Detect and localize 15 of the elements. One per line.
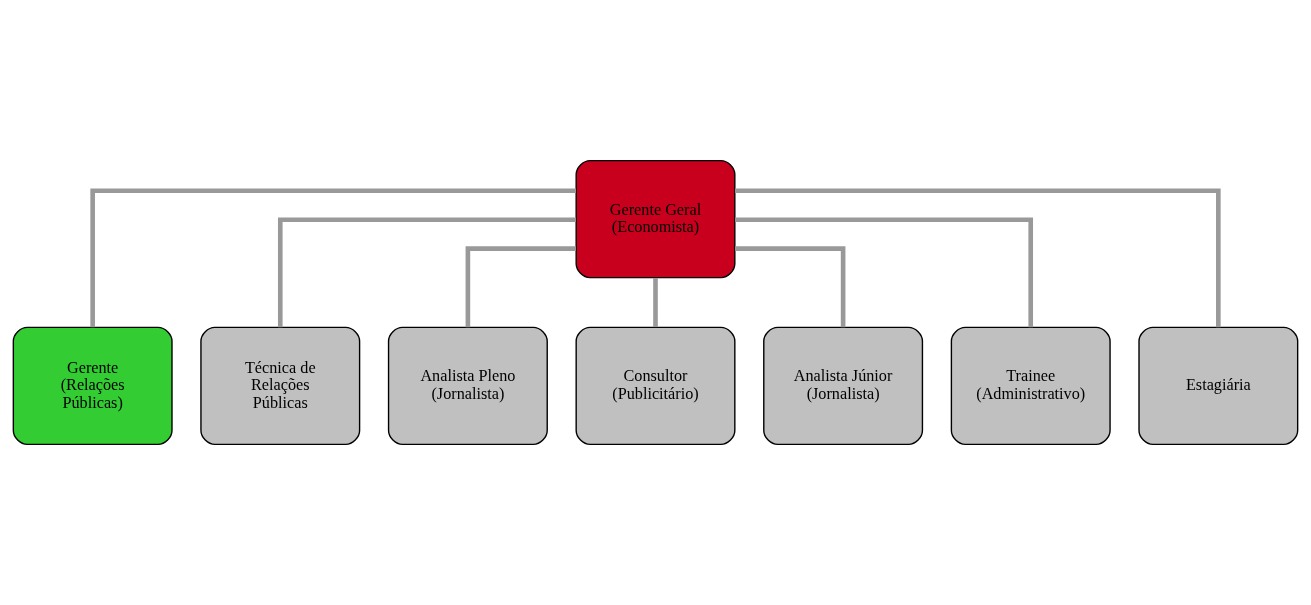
node-box: Gerente (Relações Públicas) (12, 326, 173, 446)
node-box: Gerente Geral (Economista) (575, 159, 736, 279)
connector (90, 188, 577, 328)
node-box: Estagiária (1138, 326, 1299, 446)
node-box: Trainee (Administrativo) (950, 326, 1111, 446)
connector (734, 188, 1221, 328)
connector (277, 217, 576, 328)
node-box: Analista Júnior (Jornalista) (763, 326, 924, 446)
node-box: Analista Pleno (Jornalista) (387, 326, 548, 446)
connector (465, 246, 576, 328)
connector (735, 217, 1034, 328)
node-box: Técnica de Relações Públicas (200, 326, 361, 446)
connector (735, 246, 846, 328)
node-box: Consultor (Publicitário) (575, 326, 736, 446)
connector (653, 277, 658, 328)
